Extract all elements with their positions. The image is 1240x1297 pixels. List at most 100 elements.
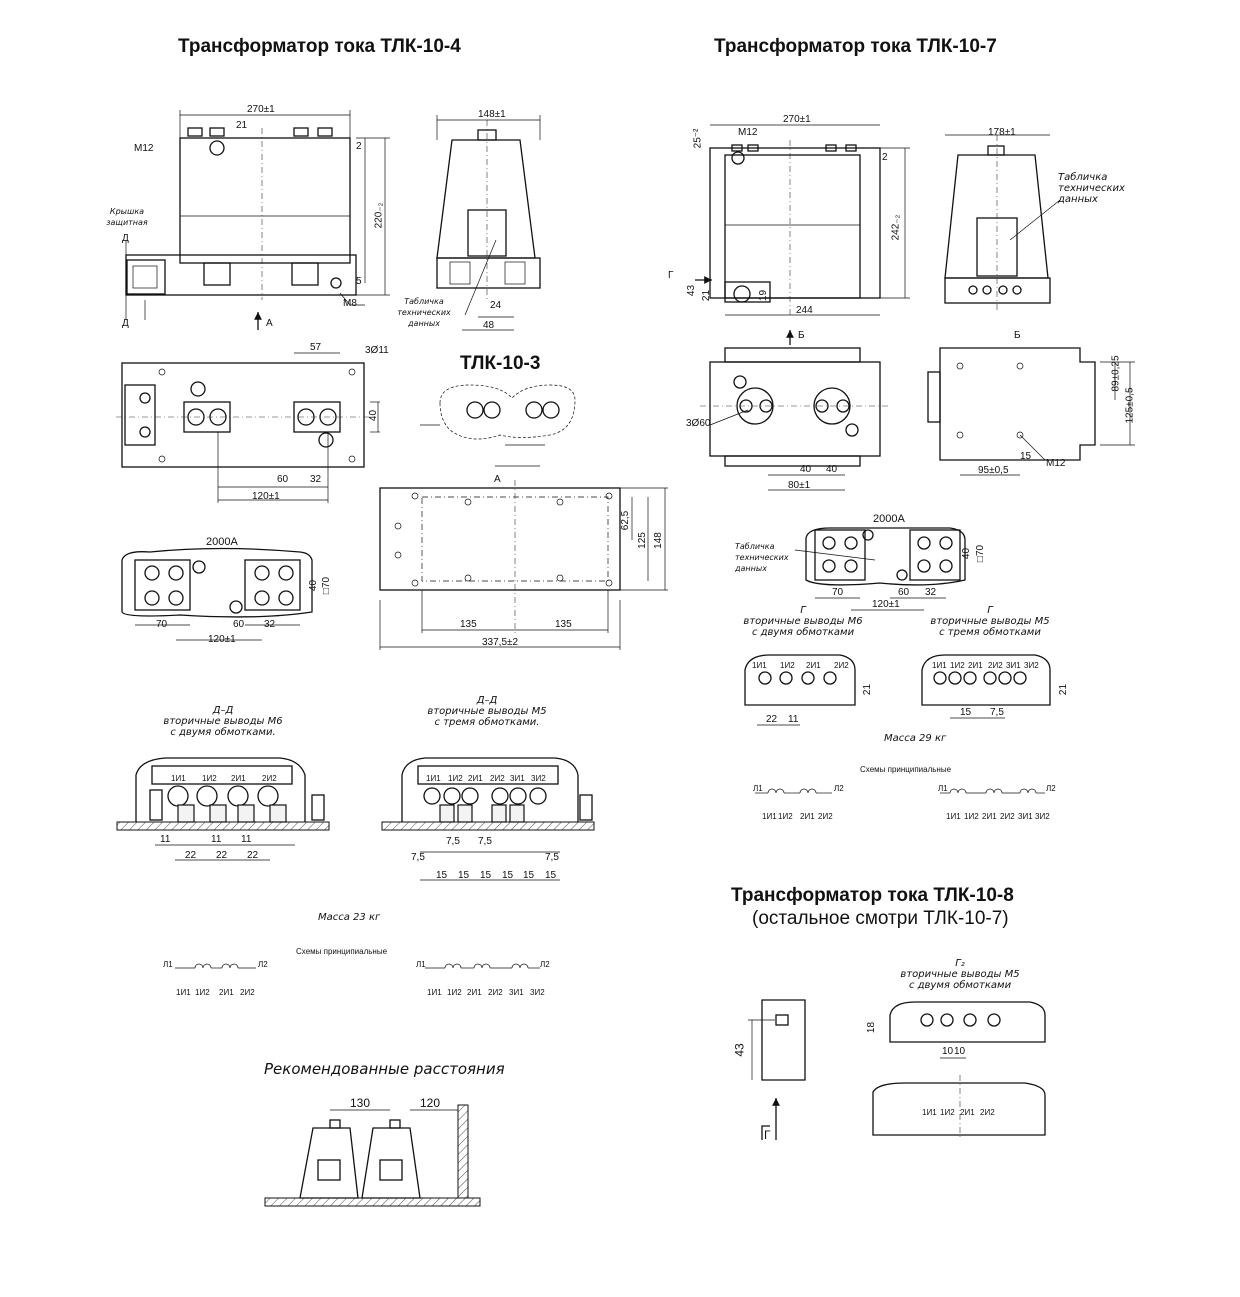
tlk107-g-m5-title: Г вторичные выводы М5 с тремя обмотками xyxy=(930,605,1050,638)
dim-m6-11a: 11 xyxy=(160,834,171,845)
dim-m5-75a: 7,5 xyxy=(446,836,460,847)
dim-60: 60 xyxy=(277,474,289,485)
tlk104-dd-m5-section xyxy=(381,757,595,881)
t7s3-l2: Л2 xyxy=(1046,784,1056,793)
view-a-label: А xyxy=(266,318,273,329)
tlk107-plate: Табличка технических данных xyxy=(1058,172,1125,205)
tlk104-top-view xyxy=(116,352,380,503)
t7s2-l2: Л2 xyxy=(834,784,844,793)
term-1i1: 1И1 xyxy=(171,774,186,783)
term-1i2: 1И2 xyxy=(202,774,217,783)
tlk107-m12: М12 xyxy=(738,127,758,138)
tlk108-d18: 18 xyxy=(866,1021,878,1034)
section-d-top: Д xyxy=(122,233,129,244)
title-tlk107: Трансформатор тока ТЛК-10-7 xyxy=(714,36,997,57)
scheme2-t3: 2И1 xyxy=(219,988,234,997)
tlk107-front-view xyxy=(695,124,910,345)
tlk107-2000a-sq70: □70 xyxy=(975,544,987,563)
dim-32b: 32 xyxy=(264,619,276,630)
tlk107-d43: 43 xyxy=(686,284,698,297)
view-b-d89: 89±0,25 xyxy=(1110,355,1122,392)
tlk107-2000a-d32: 32 xyxy=(925,587,937,598)
tlk107-g-m5-terminal xyxy=(921,654,1051,719)
tlk107-d244: 244 xyxy=(796,305,813,316)
tlk107-2000a-d60: 60 xyxy=(898,587,910,598)
dim-120: 120±1 xyxy=(252,491,280,502)
tlk108-d10a: 10 xyxy=(942,1046,954,1057)
tlk107-view-g: Г xyxy=(668,270,674,281)
scheme3-t3: 2И1 xyxy=(467,988,482,997)
dim-57: 57 xyxy=(310,342,322,353)
scheme3-t4: 2И2 xyxy=(488,988,503,997)
dim-135b: 135 xyxy=(555,619,572,630)
view-b-label: Б xyxy=(1014,330,1021,341)
dim-m5-75d: 7,5 xyxy=(545,852,559,863)
t7s2-l1: Л1 xyxy=(753,784,763,793)
t7s3-t3: 2И1 xyxy=(982,812,997,821)
dim-m5-15e: 15 xyxy=(523,870,535,881)
tlk104-base-view xyxy=(379,480,668,650)
dim-130: 130 xyxy=(350,1096,371,1110)
scheme3-t2: 1И2 xyxy=(447,988,462,997)
dim-m5-75b: 7,5 xyxy=(478,836,492,847)
dim-48: 48 xyxy=(483,320,495,331)
label-m8: М8 xyxy=(343,298,357,309)
term-2i2: 2И2 xyxy=(262,774,277,783)
dim-337: 337,5±2 xyxy=(482,637,519,648)
g5-t3: 2И1 xyxy=(968,661,983,670)
title-tlk108: Трансформатор тока ТЛК-10-8 xyxy=(731,885,1014,906)
t7s3-t4: 2И2 xyxy=(1000,812,1015,821)
scheme3-l1: Л1 xyxy=(416,960,426,969)
t8-t4: 2И2 xyxy=(980,1108,995,1117)
tlk107-g-m6-title: Г вторичные выводы М6 с двумя обмотками xyxy=(743,605,863,638)
tlk104-schemes xyxy=(175,963,540,969)
title-tlk104: Трансформатор тока ТЛК-10-4 xyxy=(178,36,461,57)
title-tlk103: ТЛК-10-3 xyxy=(460,353,541,374)
tlk107-2000a-d120: 120±1 xyxy=(872,599,900,610)
dim-width: 270±1 xyxy=(247,104,275,115)
g5-t4: 2И2 xyxy=(988,661,1003,670)
dim-sq70: □70 xyxy=(321,576,333,595)
view-b-d15: 15 xyxy=(1020,451,1032,462)
tlk107-side-view xyxy=(944,134,1061,310)
tlk107-d80: 80±1 xyxy=(788,480,811,491)
g6-d21: 21 xyxy=(862,683,874,696)
dim-m6-22a: 22 xyxy=(185,850,197,861)
dim-h5: 5 xyxy=(356,276,362,287)
scheme3-t6: 3И2 xyxy=(530,988,545,997)
g5-t6: 3И2 xyxy=(1024,661,1039,670)
term5-1i1: 1И1 xyxy=(426,774,441,783)
dim-m5-75c: 7,5 xyxy=(411,852,425,863)
g6-t2: 1И2 xyxy=(780,661,795,670)
tlk107-view-b-arrow: Б xyxy=(798,330,805,341)
tlk104-side-view xyxy=(436,115,541,331)
scheme3-l2: Л2 xyxy=(540,960,550,969)
view-b-d95: 95±0,5 xyxy=(978,465,1009,476)
scheme3-t5: 3И1 xyxy=(509,988,524,997)
term5-3i1: 3И1 xyxy=(510,774,525,783)
dim-h2: 2 xyxy=(356,141,362,152)
subtitle-tlk108: (остальное смотри ТЛК-10-7) xyxy=(752,908,1009,929)
t7s3-t5: 3И1 xyxy=(1018,812,1033,821)
tlk107-width: 270±1 xyxy=(783,114,811,125)
tlk107-side-width: 178±1 xyxy=(988,127,1016,138)
dim-135a: 135 xyxy=(460,619,477,630)
t7s2-t1: 1И1 xyxy=(762,812,777,821)
dim-32: 32 xyxy=(310,474,322,485)
dim-24: 24 xyxy=(490,300,502,311)
t8-t3: 2И1 xyxy=(960,1108,975,1117)
scheme2-t2: 1И2 xyxy=(195,988,210,997)
dim-m6-22c: 22 xyxy=(247,850,259,861)
g5-t1: 1И1 xyxy=(932,661,947,670)
section-dd-m5-title: Д–Д вторичные выводы М5 с тремя обмоткам… xyxy=(427,695,547,728)
tlk104-dd-m6-section xyxy=(116,757,330,861)
dim-70: 70 xyxy=(156,619,168,630)
t7s2-t3: 2И1 xyxy=(800,812,815,821)
tlk107-d40b: 40 xyxy=(826,464,838,475)
dim-40b: 40 xyxy=(308,579,320,592)
tlk108-view-g: Г xyxy=(764,1128,771,1142)
dim-120b: 120±1 xyxy=(208,634,236,645)
view-b-d125: 125±0,5 xyxy=(1124,387,1136,424)
tlk107-schemes xyxy=(755,788,1045,794)
dim-m6-11b: 11 xyxy=(211,834,222,845)
